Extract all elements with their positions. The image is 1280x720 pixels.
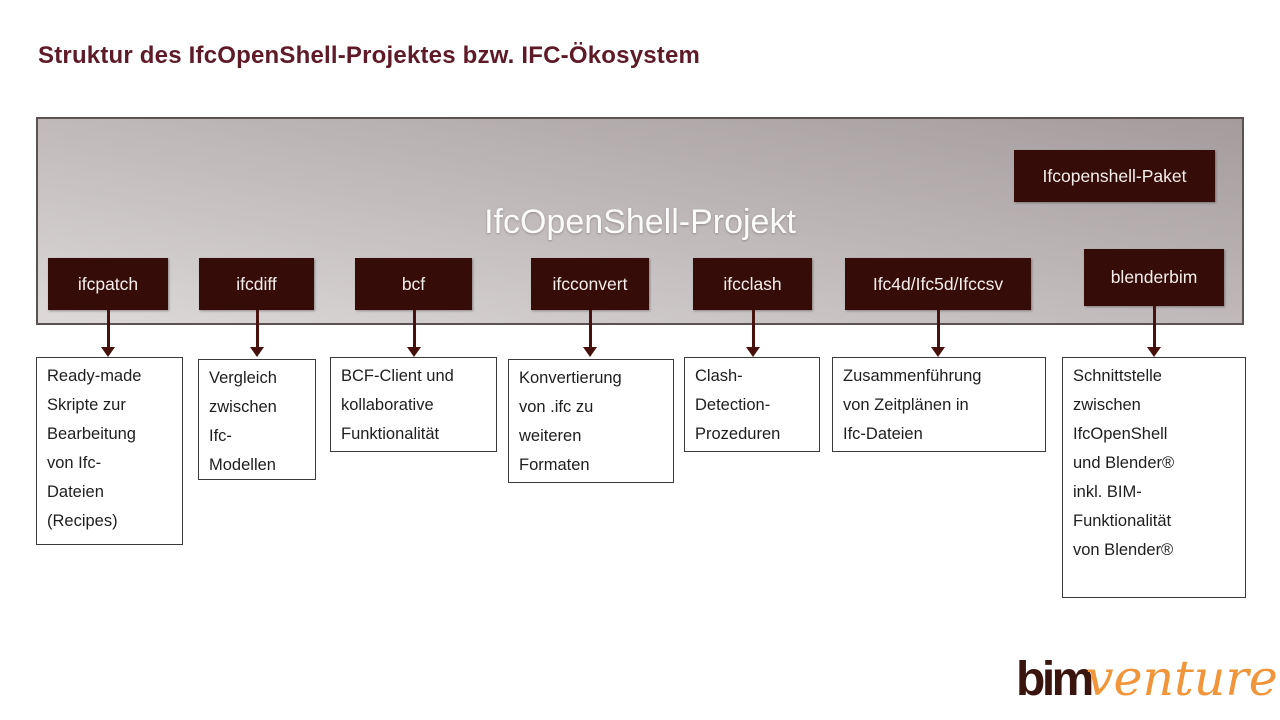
- module-label: bcf: [401, 273, 426, 294]
- arrow-ifcclash: [746, 310, 760, 357]
- module-box-ifcclash: ifcclash: [693, 258, 812, 310]
- arrow-ifcpatch: [101, 310, 115, 357]
- ifcopenshell-paket-label: Ifcopenshell-Paket: [1042, 165, 1187, 186]
- arrow-head-icon: [583, 347, 597, 357]
- module-box-ifcdiff: ifcdiff: [199, 258, 314, 310]
- module-box-blenderbim: blenderbim: [1084, 249, 1224, 306]
- arrow-line: [936, 310, 940, 347]
- description-ifcclash: Clash-Detection-Prozeduren: [684, 357, 820, 452]
- arrow-ifcdiff: [250, 310, 264, 357]
- module-label: ifcpatch: [77, 273, 139, 294]
- description-bcf: BCF-Client und kollaborative Funktionali…: [330, 357, 497, 452]
- arrow-line: [106, 310, 110, 347]
- module-label: ifcclash: [723, 273, 782, 294]
- arrow-line: [588, 310, 592, 347]
- module-label: Ifc4d/Ifc5d/Ifccsv: [872, 273, 1004, 294]
- description-text: Clash-Detection-Prozeduren: [695, 367, 781, 443]
- module-label: blenderbim: [1110, 267, 1198, 287]
- arrow-line: [1152, 306, 1156, 347]
- description-text: Vergleich zwischen Ifc-Modellen: [209, 369, 277, 474]
- description-blenderbim: Schnittstelle zwischen IfcOpenShell und …: [1062, 357, 1246, 598]
- ifcopenshell-paket-box: Ifcopenshell-Paket: [1014, 150, 1215, 202]
- module-label: ifcconvert: [552, 273, 628, 294]
- arrow-ifcconvert: [583, 310, 597, 357]
- module-label: ifcdiff: [236, 273, 277, 294]
- arrow-ifc4d5dcsv: [931, 310, 945, 357]
- arrow-blenderbim: [1147, 306, 1161, 357]
- description-text: Schnittstelle zwischen IfcOpenShell und …: [1073, 367, 1175, 559]
- description-ifcdiff: Vergleich zwischen Ifc-Modellen: [198, 359, 316, 480]
- arrow-head-icon: [931, 347, 945, 357]
- arrow-head-icon: [1147, 347, 1161, 357]
- project-heading: IfcOpenShell-Projekt: [484, 203, 796, 241]
- description-text: Zusammenführung von Zeitplänen in Ifc-Da…: [843, 367, 982, 443]
- arrow-head-icon: [746, 347, 760, 357]
- module-box-ifc4d5dcsv: Ifc4d/Ifc5d/Ifccsv: [845, 258, 1031, 310]
- description-ifc4d5dcsv: Zusammenführung von Zeitplänen in Ifc-Da…: [832, 357, 1046, 452]
- arrow-head-icon: [250, 347, 264, 357]
- arrow-head-icon: [407, 347, 421, 357]
- description-ifcpatch: Ready-made Skripte zur Bearbeitung von I…: [36, 357, 183, 545]
- bimventure-logo: bimventure: [1016, 650, 1278, 707]
- arrow-line: [751, 310, 755, 347]
- logo-bim-text: bim: [1016, 653, 1094, 706]
- module-box-ifcpatch: ifcpatch: [48, 258, 168, 310]
- arrow-line: [412, 310, 416, 347]
- logo-venture-text: venture: [1085, 650, 1278, 707]
- description-text: Konvertierung von .ifc zu weiteren Forma…: [519, 369, 622, 474]
- module-box-ifcconvert: ifcconvert: [531, 258, 649, 310]
- module-box-bcf: bcf: [355, 258, 472, 310]
- description-text: BCF-Client und kollaborative Funktionali…: [341, 367, 454, 443]
- slide-title: Struktur des IfcOpenShell-Projektes bzw.…: [38, 42, 701, 69]
- description-ifcconvert: Konvertierung von .ifc zu weiteren Forma…: [508, 359, 674, 483]
- arrow-head-icon: [101, 347, 115, 357]
- description-text: Ready-made Skripte zur Bearbeitung von I…: [47, 367, 142, 530]
- arrow-bcf: [407, 310, 421, 357]
- arrow-line: [255, 310, 259, 347]
